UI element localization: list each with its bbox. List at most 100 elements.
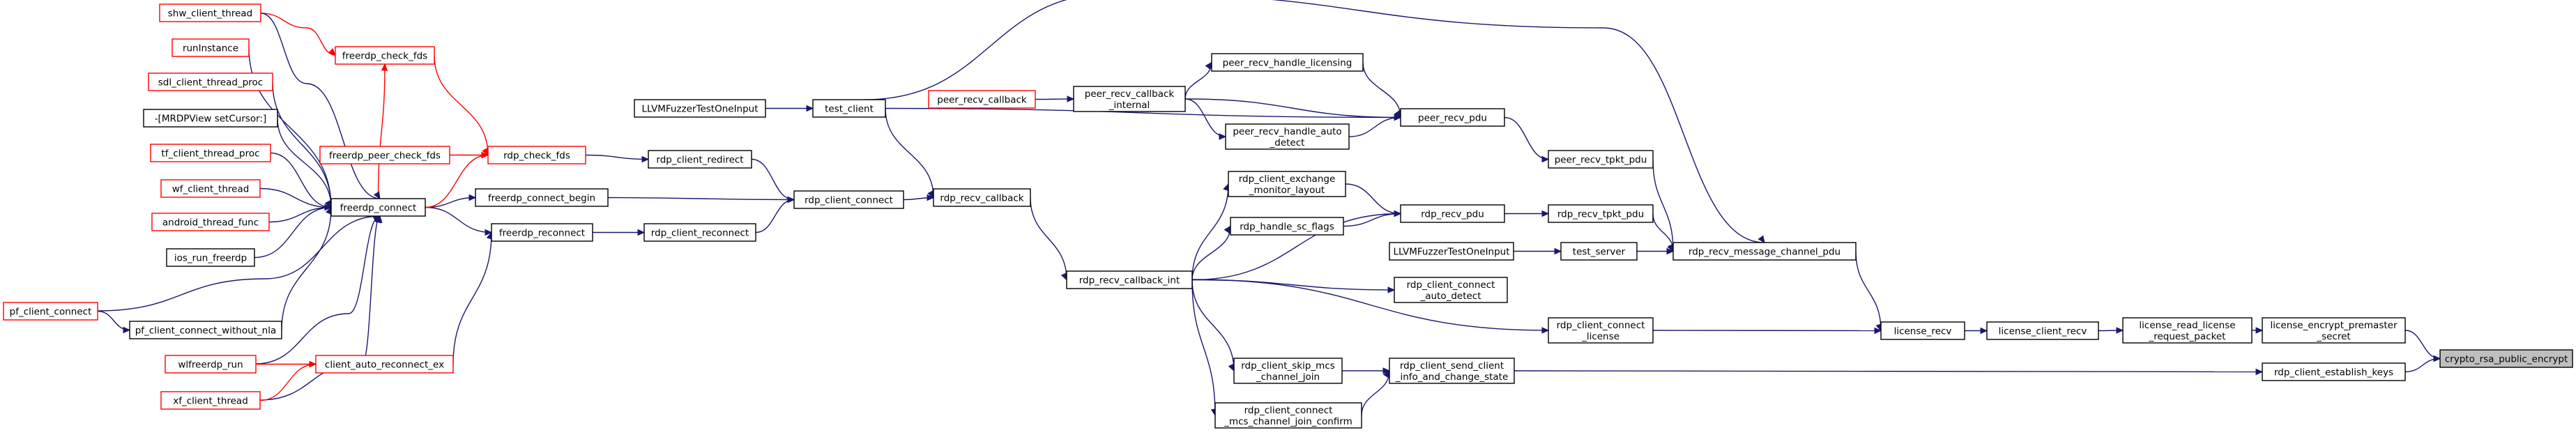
node-label: runInstance	[183, 43, 238, 54]
node-rdp_recv_callback[interactable]: rdp_recv_callback	[933, 188, 1031, 207]
node-peer_recv_handle_auto_detect[interactable]: peer_recv_handle_auto_detect	[1225, 123, 1350, 150]
node-android_thread_func[interactable]: android_thread_func	[151, 213, 270, 231]
node-rdp_recv_message_channel_pdu[interactable]: rdp_recv_message_channel_pdu	[1672, 242, 1857, 261]
node-label: peer_recv_callback	[1085, 89, 1175, 100]
node-rdp_client_connect_license[interactable]: rdp_client_connect_license	[1548, 317, 1654, 344]
node-MRDPView[interactable]: -[MRDPView setCursor:]	[143, 109, 278, 128]
node-peer_recv_callback_internal[interactable]: peer_recv_callback_internal	[1073, 86, 1186, 112]
node-license_recv[interactable]: license_recv	[1880, 321, 1965, 340]
node-license_client_recv[interactable]: license_client_recv	[1986, 321, 2099, 340]
node-label: tf_client_thread_proc	[161, 148, 259, 160]
node-ios_run_freerdp[interactable]: ios_run_freerdp	[166, 248, 255, 267]
node-rdp_client_connect_mcs[interactable]: rdp_client_connect_mcs_channel_join_conf…	[1214, 402, 1362, 429]
node-label: peer_recv_tpkt_pdu	[1555, 155, 1647, 166]
node-peer_recv_tpkt_pdu[interactable]: peer_recv_tpkt_pdu	[1548, 150, 1654, 169]
edge-freerdp_reconnect-to-rdp_client_reconnect	[592, 229, 646, 236]
node-label: rdp_client_connect	[805, 195, 893, 206]
node-freerdp_reconnect[interactable]: freerdp_reconnect	[491, 223, 593, 242]
node-rdp_recv_pdu[interactable]: rdp_recv_pdu	[1400, 204, 1505, 223]
node-label: _channel_join	[1256, 371, 1320, 383]
node-peer_recv_callback[interactable]: peer_recv_callback	[928, 90, 1036, 109]
node-label: _license	[1581, 331, 1619, 342]
node-rdp_client_send_client[interactable]: rdp_client_send_client_info_and_change_s…	[1389, 358, 1515, 384]
edge-peer_recv_callback_internal-to-peer_recv_handle_auto_detect	[1184, 98, 1227, 140]
node-label: peer_recv_pdu	[1418, 113, 1487, 124]
edge-runInstance-to-freerdp_connect	[248, 47, 332, 208]
node-rdp_client_establish_keys[interactable]: rdp_client_establish_keys	[2262, 362, 2406, 381]
edge-rdp_client_send_client-to-rdp_client_establish_keys	[1514, 368, 2264, 376]
node-license_read_license[interactable]: license_read_license_request_packet	[2122, 317, 2253, 344]
edge-rdp_recv_callback_int-to-rdp_recv_pdu	[1191, 210, 1402, 281]
node-client_auto_reconnect_ex[interactable]: client_auto_reconnect_ex	[315, 355, 454, 374]
node-license_encrypt_premaster[interactable]: license_encrypt_premaster_secret	[2262, 317, 2406, 344]
edge-rdp_recv_callback_int-to-rdp_handle_sc_flags	[1191, 225, 1231, 280]
node-label: test_server	[1573, 247, 1626, 258]
node-shw_client_thread[interactable]: shw_client_thread	[159, 3, 261, 22]
node-label: license_encrypt_premaster	[2270, 320, 2397, 331]
edge-rdp_check_fds-to-rdp_client_redirect	[585, 154, 650, 163]
node-rdp_recv_callback_int[interactable]: rdp_recv_callback_int	[1066, 270, 1193, 289]
node-label: wlfreerdp_run	[178, 360, 243, 371]
edge-client_auto_reconnect_ex-to-freerdp_reconnect	[452, 231, 493, 365]
node-rdp_client_reconnect[interactable]: rdp_client_reconnect	[643, 223, 756, 242]
edge-rdp_recv_message_channel_pdu-to-license_recv	[1855, 251, 1882, 332]
node-wf_client_thread[interactable]: wf_client_thread	[160, 179, 261, 198]
edge-peer_recv_callback_internal-to-peer_recv_handle_licensing	[1184, 61, 1212, 100]
node-label: _mcs_channel_join_confirm	[1224, 416, 1352, 427]
node-pf_client_connect_without_nla[interactable]: pf_client_connect_without_nla	[129, 321, 282, 339]
node-rdp_handle_sc_flags[interactable]: rdp_handle_sc_flags	[1230, 217, 1344, 236]
node-rdp_client_connect[interactable]: rdp_client_connect	[793, 190, 904, 209]
node-sdl_client_thread_proc[interactable]: sdl_client_thread_proc	[148, 72, 273, 91]
node-rdp_client_redirect[interactable]: rdp_client_redirect	[648, 150, 752, 169]
node-test_client[interactable]: test_client	[812, 99, 886, 118]
node-tf_client_thread_proc[interactable]: tf_client_thread_proc	[150, 144, 271, 162]
node-label: rdp_check_fds	[503, 151, 570, 162]
node-label: rdp_recv_callback_int	[1079, 275, 1180, 286]
node-label: -[MRDPView setCursor:]	[155, 114, 267, 125]
node-peer_recv_pdu[interactable]: peer_recv_pdu	[1400, 108, 1505, 127]
node-freerdp_peer_check_fds[interactable]: freerdp_peer_check_fds	[319, 146, 450, 164]
edge-peer_recv_handle_auto_detect-to-peer_recv_pdu	[1348, 114, 1402, 137]
node-label: rdp_client_reconnect	[651, 228, 749, 239]
node-rdp_client_connect_auto_detect[interactable]: rdp_client_connect_auto_detect	[1394, 277, 1508, 303]
node-wlfreerdp_run[interactable]: wlfreerdp_run	[165, 355, 257, 374]
node-label: rdp_client_establish_keys	[2274, 367, 2393, 378]
node-label: _info_and_change_state	[1395, 371, 1509, 383]
edge-test_client-to-rdp_recv_callback	[885, 108, 934, 199]
edge-freerdp_check_fds-to-rdp_check_fds	[434, 55, 489, 156]
node-label: peer_recv_handle_auto	[1233, 126, 1341, 137]
node-crypto_rsa_public_encrypt[interactable]: crypto_rsa_public_encrypt	[2439, 349, 2573, 368]
node-label: freerdp_connect_begin	[488, 193, 595, 204]
node-freerdp_connect[interactable]: freerdp_connect	[330, 198, 426, 217]
node-LLVMFuzzer2[interactable]: LLVMFuzzerTestOneInput	[1389, 242, 1514, 261]
node-rdp_recv_tpkt_pdu[interactable]: rdp_recv_tpkt_pdu	[1548, 204, 1654, 223]
node-test_server[interactable]: test_server	[1560, 242, 1638, 261]
edge-freerdp_connect-to-freerdp_reconnect	[425, 206, 493, 236]
node-label: sdl_client_thread_proc	[158, 77, 263, 89]
node-label: rdp_client_redirect	[656, 155, 743, 166]
node-label: license_recv	[1894, 326, 1952, 337]
edge-rdp_recv_callback_int-to-rdp_client_exchange	[1191, 183, 1230, 280]
node-label: peer_recv_callback	[937, 95, 1027, 106]
edge-rdp_client_connect_mcs-to-rdp_client_send_client	[1361, 369, 1390, 416]
edge-peer_recv_pdu-to-peer_recv_tpkt_pdu	[1504, 116, 1550, 163]
node-layer: crypto_rsa_public_encrypt license_encrypt…	[3, 3, 2573, 429]
node-label: rdp_recv_callback	[940, 193, 1023, 204]
node-freerdp_check_fds[interactable]: freerdp_check_fds	[335, 46, 435, 65]
edge-rdp_recv_callback_int-to-rdp_client_skip_mcs	[1191, 279, 1235, 372]
node-rdp_client_skip_mcs[interactable]: rdp_client_skip_mcs_channel_join	[1233, 358, 1343, 384]
node-label: rdp_recv_tpkt_pdu	[1557, 209, 1644, 220]
edge-rdp_recv_callback_int-to-rdp_client_connect_auto_detect	[1191, 279, 1396, 293]
node-rdp_client_exchange[interactable]: rdp_client_exchange_monitor_layout	[1228, 171, 1346, 197]
edge-rdp_client_skip_mcs-to-rdp_client_send_client	[1342, 367, 1391, 374]
edge-license_read_license-to-license_encrypt_premaster	[2252, 327, 2264, 334]
node-xf_client_thread[interactable]: xf_client_thread	[160, 391, 261, 410]
node-runInstance[interactable]: runInstance	[172, 38, 250, 57]
node-label: license_client_recv	[1999, 326, 2087, 337]
node-rdp_check_fds[interactable]: rdp_check_fds	[487, 146, 586, 164]
node-freerdp_connect_begin[interactable]: freerdp_connect_begin	[475, 188, 609, 207]
node-pf_client_connect[interactable]: pf_client_connect	[3, 302, 98, 321]
node-peer_recv_handle_licensing[interactable]: peer_recv_handle_licensing	[1211, 53, 1364, 72]
node-label: _auto_detect	[1419, 291, 1481, 302]
node-LLVMFuzzer1[interactable]: LLVMFuzzerTestOneInput	[634, 99, 766, 118]
